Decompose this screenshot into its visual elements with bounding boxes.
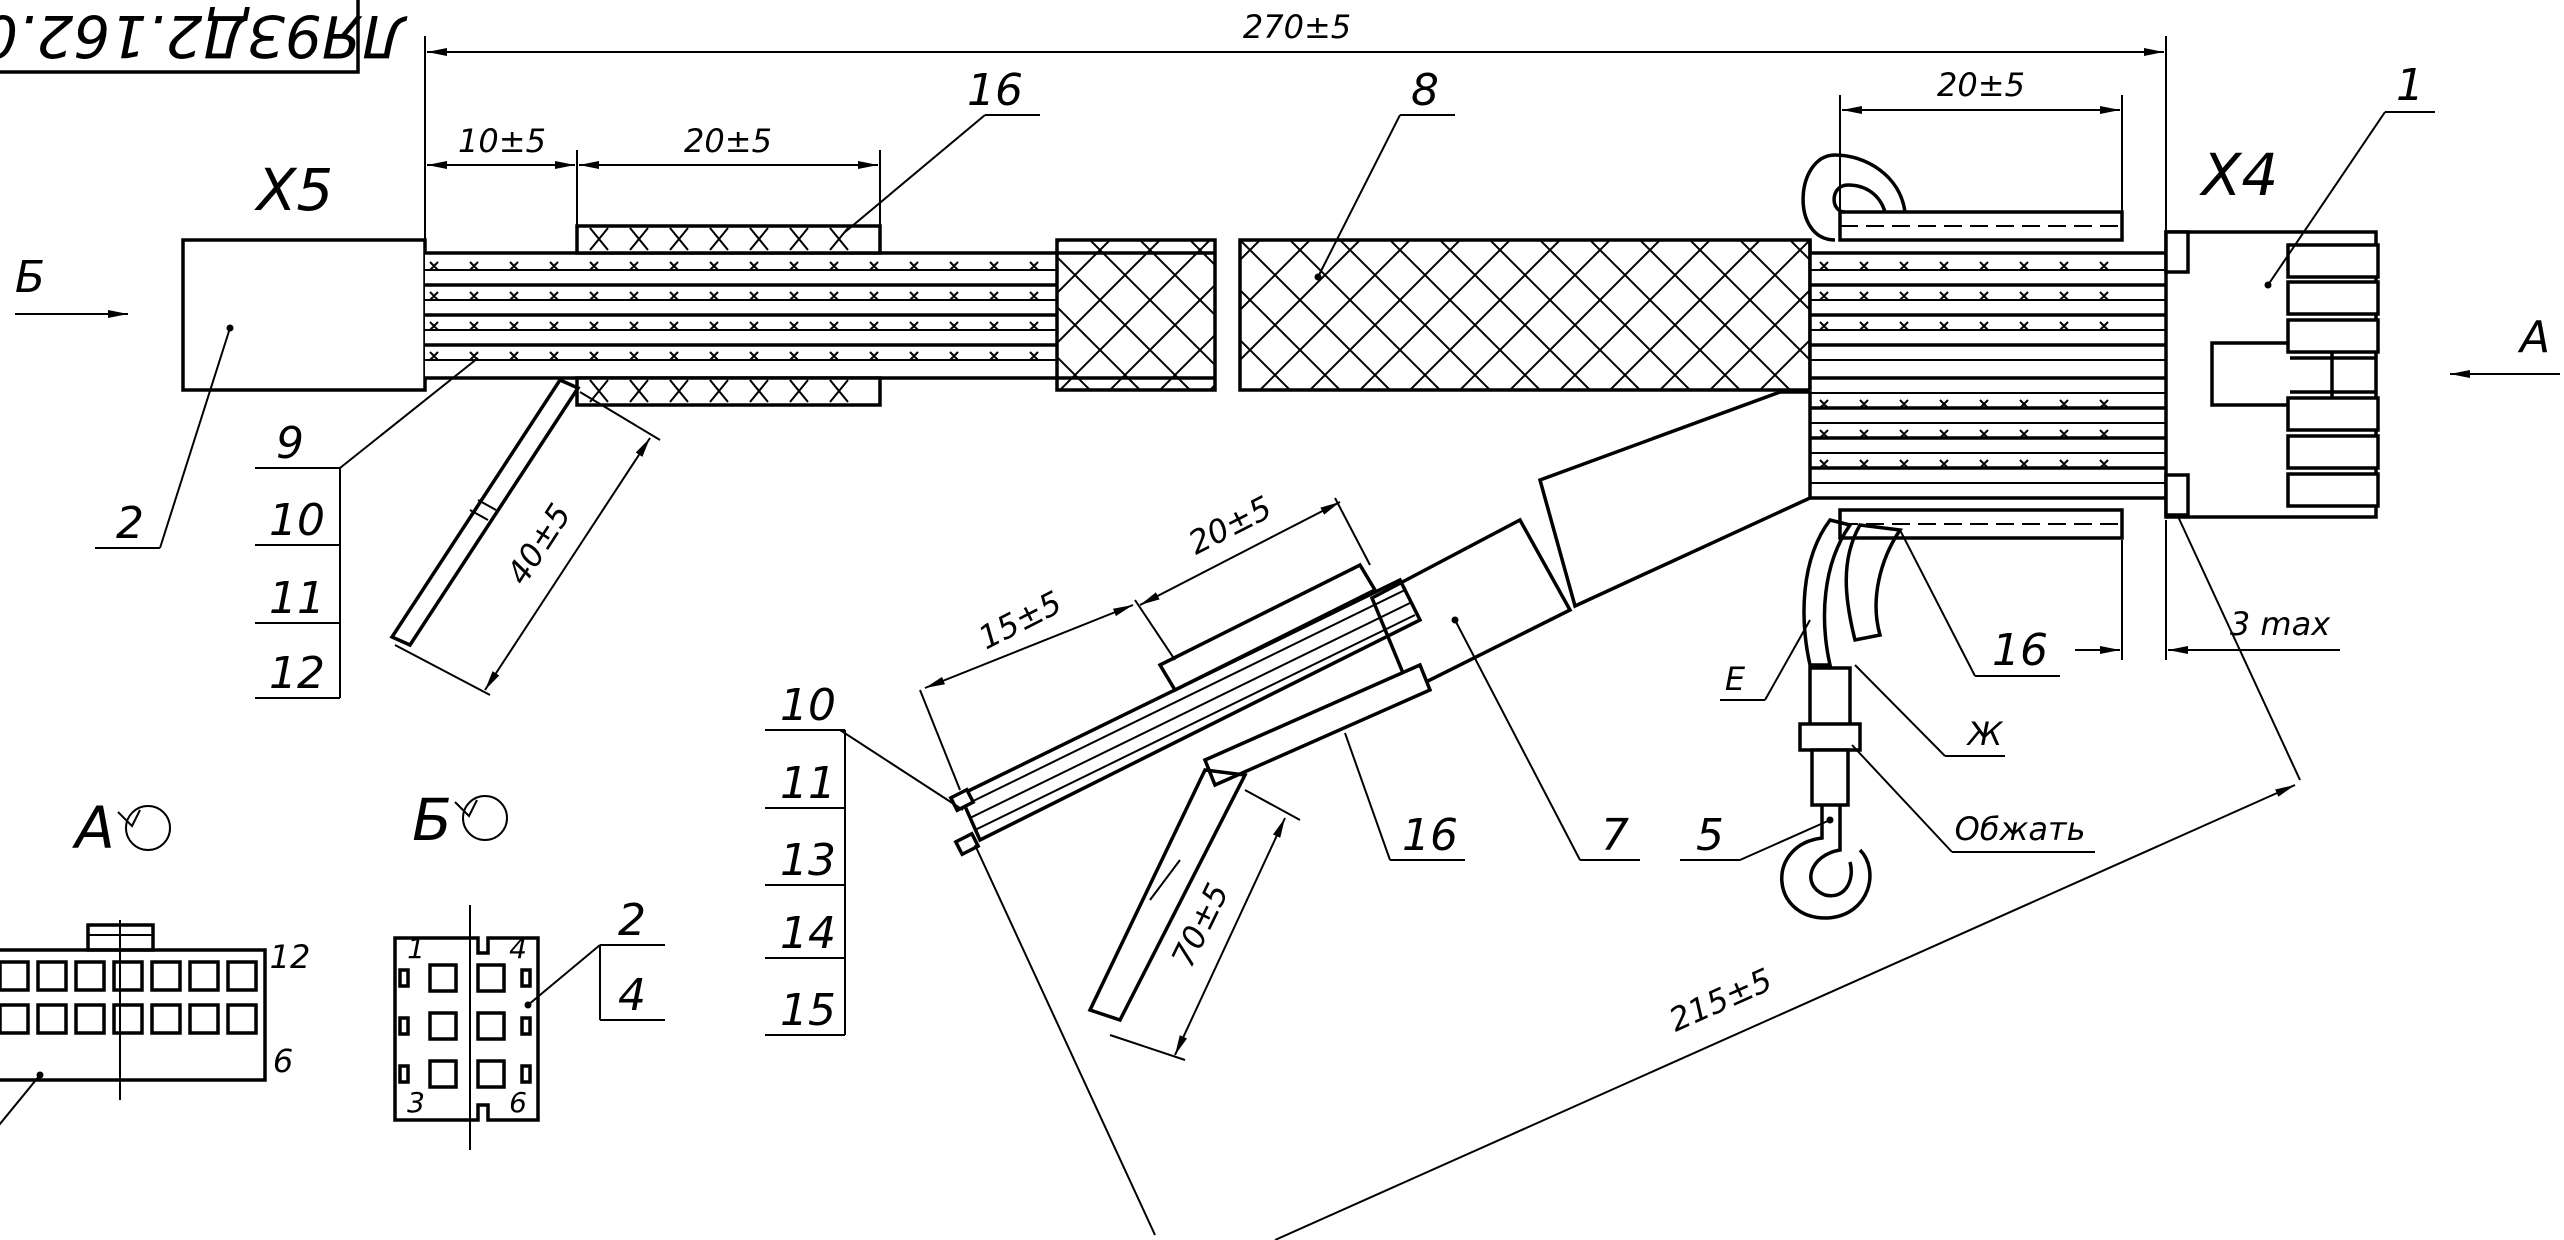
callout-q13: 13: [780, 835, 836, 886]
view-arrow-b: Б: [15, 252, 128, 318]
callout-16-right: 16: [1992, 625, 2048, 676]
dim-x5-offset-text: 10±5: [458, 122, 546, 160]
callout-9: 9: [276, 418, 304, 469]
dim-sleeve-left-text: 20±5: [684, 122, 772, 160]
connector-x5: X5: [181, 156, 427, 392]
branch-center: [1369, 390, 1812, 693]
connector-x5-body: [181, 238, 427, 392]
view-arrow-a: А: [2450, 312, 2560, 378]
view-b-pin-1: 1: [407, 932, 425, 965]
harness-right: [1801, 153, 2166, 540]
callout-16-bottom: 16: [1402, 810, 1458, 861]
callout-7: 7: [1601, 810, 1629, 861]
dim-branch-left-text: 40±5: [499, 497, 579, 591]
callout-zh: Ж: [1966, 715, 2004, 753]
dim-sleeve-right: 20±5: [1839, 66, 2123, 212]
dim-branch-lower-text: 70±5: [1164, 877, 1237, 973]
callout-1: 1: [2396, 60, 2424, 111]
callout-crimp: Обжать: [1955, 810, 2086, 848]
title-stamp-text: ЛЯ9ЗД2.162.00: [0, 2, 408, 70]
dim-total-length: 270±5: [424, 8, 2167, 240]
leader-lines: [95, 111, 2435, 1036]
callout-view-b-2: 2: [618, 895, 646, 946]
callout-q11: 11: [780, 758, 836, 809]
dim-branch-left: 40±5: [394, 391, 661, 696]
title-stamp: ЛЯ9ЗД2.162.00: [0, 0, 408, 74]
view-a-label: А: [71, 794, 115, 862]
callout-10: 10: [269, 495, 325, 546]
callout-2: 2: [116, 498, 144, 549]
view-a-pin-6: 6: [273, 1042, 293, 1080]
connector-x4-label: X4: [2199, 141, 2279, 209]
callout-11: 11: [269, 573, 325, 624]
callout-q15: 15: [780, 985, 836, 1036]
view-b-pin-6: 6: [509, 1086, 527, 1119]
dim-sleeve-branch-text: 20±5: [1182, 488, 1278, 562]
dim-sleeve-right-text: 20±5: [1937, 66, 2025, 104]
view-b-label: Б: [412, 786, 452, 854]
callout-5: 5: [1696, 810, 1724, 861]
dim-branch-lower: 70±5: [1109, 789, 1301, 1061]
view-a: А 12 6: [0, 794, 311, 1126]
connector-x5-label: X5: [254, 156, 334, 224]
dim-x5-offset: 10±5 20±5: [427, 122, 881, 226]
dim-branch-length: 215±5: [974, 509, 2301, 1240]
callout-12: 12: [269, 648, 325, 699]
view-b-pin-4: 4: [509, 932, 527, 965]
dim-max-gap: 3 max: [2075, 520, 2340, 660]
view-arrow-a-label: А: [2517, 312, 2550, 363]
ground-wire: [1780, 518, 1904, 920]
callout-view-b-4: 4: [618, 970, 646, 1021]
dim-branch-length-text: 215±5: [1663, 961, 1777, 1040]
view-b: Б 1 4 3 6: [393, 786, 540, 1150]
callout-labels: 16 8 1 2 9 10 11 12 10 11 13 14 15 16 7 …: [116, 60, 2424, 1036]
view-b-pin-3: 3: [407, 1086, 425, 1119]
dim-branch-offset-text: 15±5: [972, 583, 1068, 657]
harness-left: [425, 224, 1217, 407]
callout-q10: 10: [780, 680, 836, 731]
callout-16-top: 16: [967, 65, 1023, 116]
callout-8: 8: [1411, 65, 1439, 116]
view-a-pin-12: 12: [270, 938, 311, 976]
view-arrow-b-label: Б: [15, 252, 45, 303]
dim-max-gap-text: 3 max: [2230, 605, 2331, 643]
dim-branch-offset: 15±5: [919, 583, 1134, 791]
connector-x4: X4: [2164, 141, 2380, 519]
harness-center-jacket: [1238, 238, 1812, 392]
dim-total-length-text: 270±5: [1243, 8, 1351, 46]
callout-q14: 14: [780, 908, 836, 959]
callout-e: Е: [1725, 660, 1746, 698]
